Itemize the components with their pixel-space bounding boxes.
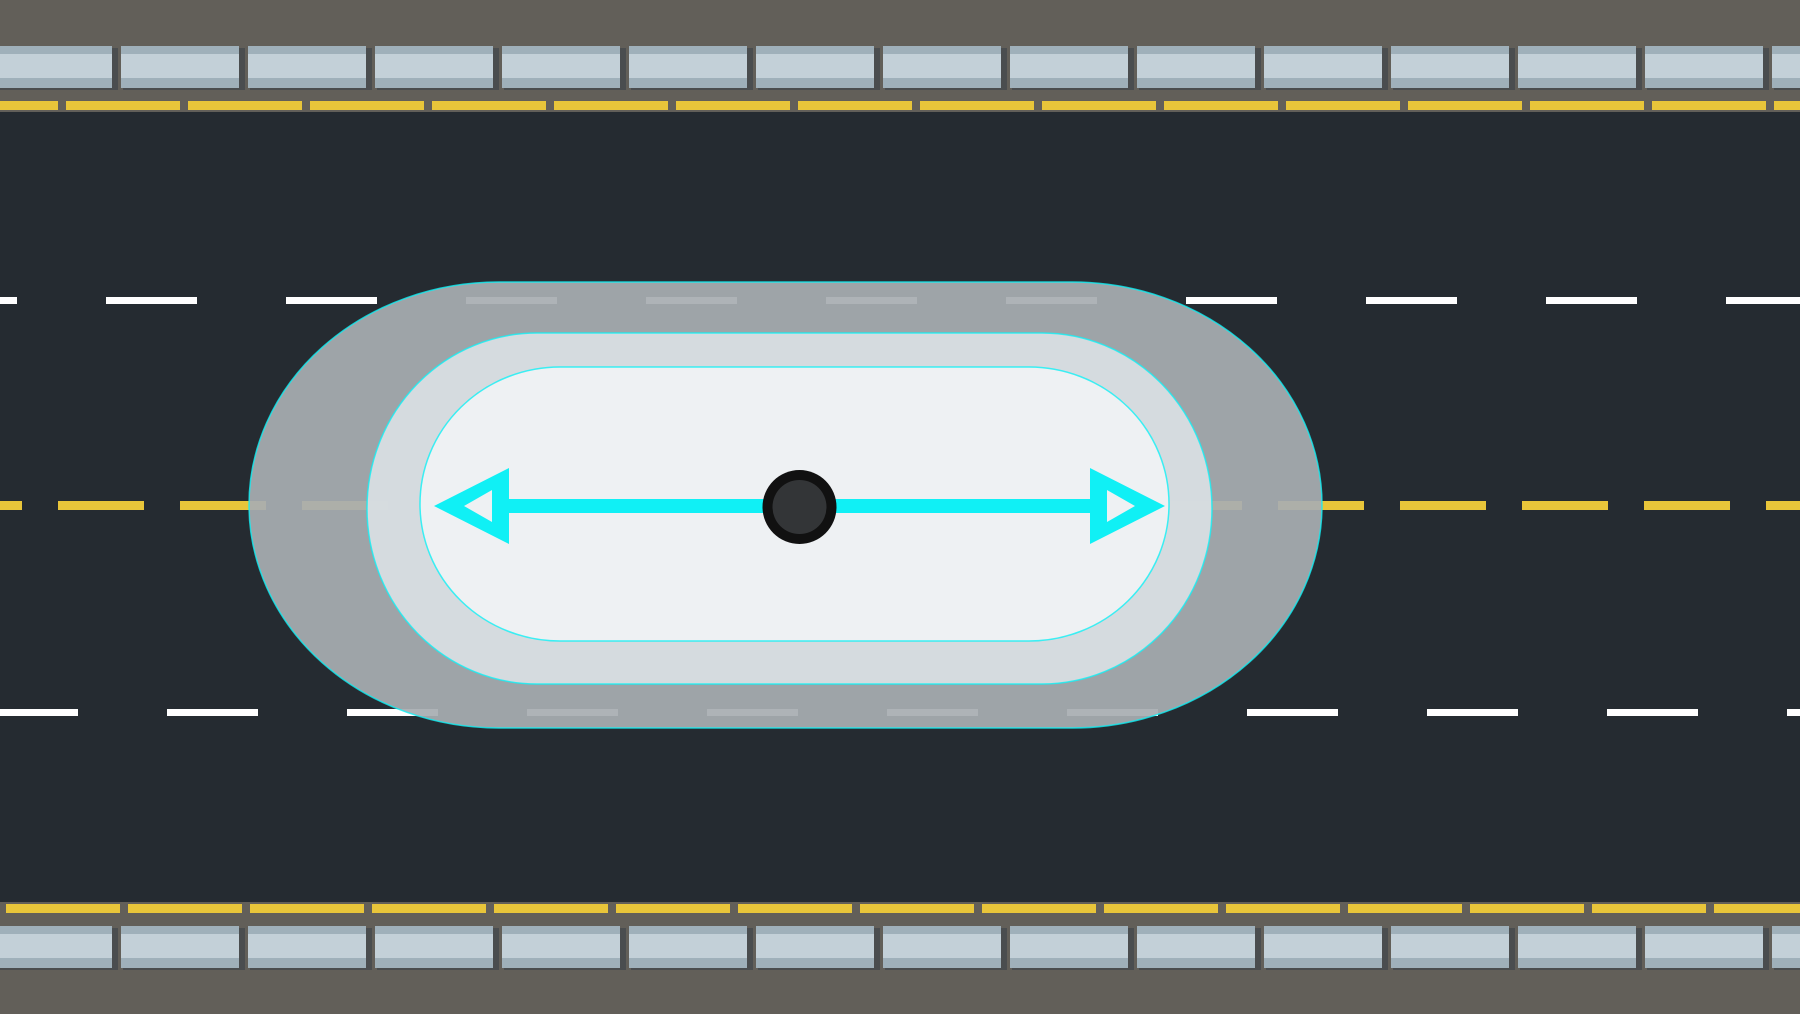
lane-line-dash-upper xyxy=(1726,297,1800,304)
barrier-block xyxy=(629,46,753,90)
barrier-block xyxy=(883,926,1007,970)
edge-line-dash-bottom xyxy=(982,904,1096,913)
barrier-block xyxy=(1645,46,1769,90)
lane-line-dash-lower xyxy=(167,709,258,716)
edge-line-dash-bottom xyxy=(1470,904,1584,913)
barrier-block xyxy=(1391,46,1515,90)
center-line-dash xyxy=(1400,501,1486,510)
edge-line-dash-bottom xyxy=(128,904,242,913)
barrier-row-top xyxy=(0,46,1800,90)
lane-line-dash-lower xyxy=(347,709,438,716)
barrier-block xyxy=(1645,926,1769,970)
edge-line-dash-top xyxy=(798,101,912,110)
barrier-block xyxy=(502,926,626,970)
edge-line-dash-bottom xyxy=(1226,904,1340,913)
edge-line-dash-top xyxy=(0,101,58,110)
barrier-block xyxy=(248,46,372,90)
barrier-block xyxy=(375,926,499,970)
center-line-dash xyxy=(1522,501,1608,510)
edge-line-dash-top xyxy=(676,101,790,110)
edge-line-dash-bottom xyxy=(1714,904,1800,913)
center-line-dash xyxy=(0,501,22,510)
edge-line-dash-bottom xyxy=(494,904,608,913)
barrier-block xyxy=(1010,926,1134,970)
edge-line-dash-top xyxy=(1652,101,1766,110)
lane-line-dash-lower xyxy=(1427,709,1518,716)
arrow-right-icon-inner xyxy=(1107,490,1135,522)
barrier-block xyxy=(1772,926,1800,970)
edge-line-dash-top xyxy=(1164,101,1278,110)
barrier-block xyxy=(1264,46,1388,90)
edge-line-dash-top xyxy=(554,101,668,110)
edge-line-dash-top xyxy=(310,101,424,110)
barrier-block xyxy=(248,926,372,970)
barrier-block xyxy=(883,46,1007,90)
lane-line-dash-upper xyxy=(106,297,197,304)
barrier-block xyxy=(1518,926,1642,970)
barrier-block xyxy=(1137,926,1261,970)
edge-line-dash-top xyxy=(920,101,1034,110)
center-line-dash xyxy=(1766,501,1800,510)
edge-line-dash-top xyxy=(1530,101,1644,110)
edge-line-dash-bottom xyxy=(1348,904,1462,913)
lane-line-dash-upper xyxy=(0,297,17,304)
edge-line-dash-top xyxy=(1286,101,1400,110)
lane-line-dash-upper xyxy=(286,297,377,304)
barrier-block xyxy=(502,46,626,90)
barrier-block xyxy=(121,46,245,90)
lane-line-dash-lower xyxy=(0,709,78,716)
barrier-block xyxy=(1518,46,1642,90)
handle-inner xyxy=(772,480,827,534)
edge-line-dash-top xyxy=(1042,101,1156,110)
barrier-block xyxy=(1137,46,1261,90)
edge-line-dash-bottom xyxy=(616,904,730,913)
center-line-dash xyxy=(58,501,144,510)
barrier-block xyxy=(1010,46,1134,90)
edge-line-dash-top xyxy=(432,101,546,110)
lane-line-dash-upper xyxy=(1546,297,1637,304)
edge-line-dash-bottom xyxy=(250,904,364,913)
barrier-block xyxy=(0,926,118,970)
arrow-left-icon-inner xyxy=(464,490,492,522)
barrier-block xyxy=(0,46,118,90)
edge-line-dash-top xyxy=(188,101,302,110)
barrier-block xyxy=(121,926,245,970)
lane-line-dash-lower xyxy=(1787,709,1800,716)
edge-line-dash-top xyxy=(66,101,180,110)
edge-line-dash-bottom xyxy=(860,904,974,913)
barrier-block xyxy=(375,46,499,90)
lane-line-dash-upper xyxy=(1366,297,1457,304)
lane-line-dash-lower xyxy=(1607,709,1698,716)
barrier-block xyxy=(756,926,880,970)
edge-line-dash-bottom xyxy=(738,904,852,913)
edge-line-dash-bottom xyxy=(372,904,486,913)
edge-line-dash-top xyxy=(1774,101,1800,110)
slider-zone[interactable] xyxy=(248,281,1323,729)
barrier-block xyxy=(1391,926,1515,970)
center-line-dash xyxy=(1644,501,1730,510)
edge-line-dash-bottom xyxy=(6,904,120,913)
barrier-row-bottom xyxy=(0,926,1800,970)
barrier-block xyxy=(1264,926,1388,970)
barrier-block xyxy=(756,46,880,90)
lane-line-dash-upper xyxy=(1186,297,1277,304)
edge-line-dash-top xyxy=(1408,101,1522,110)
edge-line-dash-bottom xyxy=(1592,904,1706,913)
lane-line-dash-lower xyxy=(1247,709,1338,716)
barrier-block xyxy=(1772,46,1800,90)
center-line-dash xyxy=(180,501,266,510)
barrier-block xyxy=(629,926,753,970)
edge-line-dash-bottom xyxy=(1104,904,1218,913)
